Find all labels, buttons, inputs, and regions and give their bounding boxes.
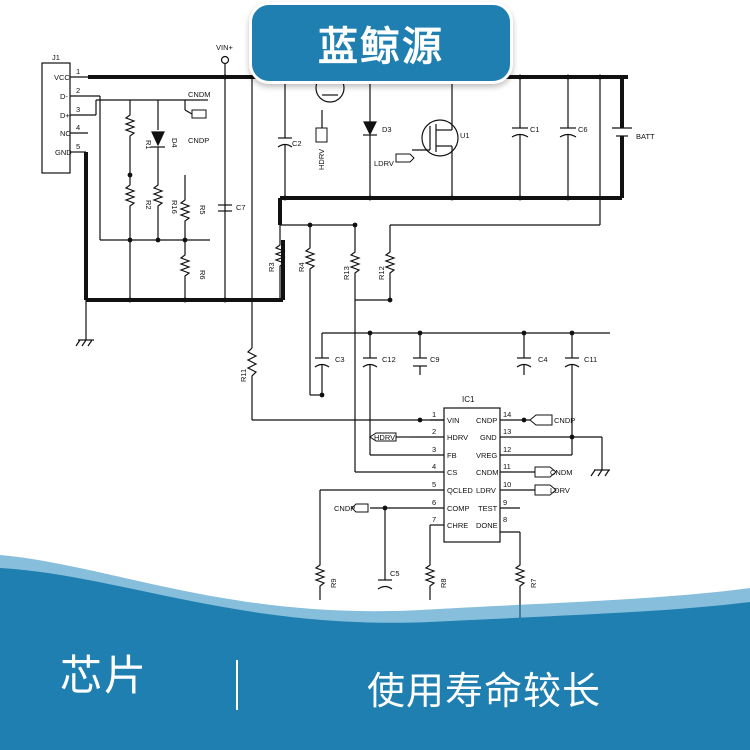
part-c2: C2 (292, 139, 302, 148)
net-ldrv-label-2: LDRV (550, 486, 570, 495)
ic-pin-num: 3 (432, 445, 436, 454)
ic-pin-num: 5 (432, 480, 436, 489)
part-u1: U1 (460, 131, 470, 140)
ic-pin-name: CNDP (476, 416, 497, 425)
net-cndm-label-2: CNDM (550, 468, 573, 477)
ic-pin-num: 8 (503, 515, 507, 524)
ic-pin-num: 10 (503, 480, 511, 489)
ic-pin-num: 2 (432, 427, 436, 436)
connector-ref: J1 (52, 53, 60, 62)
pin-nc-label: NC (60, 129, 71, 138)
part-c4: C4 (538, 355, 548, 364)
part-d4: D4 (170, 138, 179, 148)
pin-dminus-label: D- (60, 92, 68, 101)
ic-pin-num: 6 (432, 498, 436, 507)
part-c9: C9 (430, 355, 440, 364)
ic-pin-name: VIN (447, 416, 460, 425)
part-r16: R16 (170, 200, 179, 214)
ic-pin-name: GND (480, 433, 497, 442)
pin-vcc-label: VCC (54, 73, 70, 82)
part-r9: R9 (329, 578, 338, 588)
net-cndp-label-1: CNDP (188, 136, 209, 145)
net-batt-label: BATT (636, 132, 655, 141)
part-c12: C12 (382, 355, 396, 364)
part-c7: C7 (236, 203, 246, 212)
pin-num-4: 4 (76, 123, 80, 132)
net-hdrv-label-2: HDRV (374, 433, 395, 442)
ic-pin-num: 4 (432, 462, 436, 471)
part-r7: R7 (529, 578, 538, 588)
connector-j1-body (41, 62, 71, 174)
part-r1: R1 (144, 140, 153, 150)
net-cndp-label-2: CNDP (334, 504, 355, 513)
ic-pin-name: QCLED (447, 486, 473, 495)
ic-pin-name: LDRV (476, 486, 496, 495)
part-c11: C11 (584, 355, 597, 364)
net-hdrv-label-1: HDRV (317, 149, 326, 170)
net-cndp-label-3: CNDP (554, 416, 575, 425)
pin-gnd-label: GND (55, 148, 72, 157)
ic-pin-num: 13 (503, 427, 511, 436)
ic-pin-num: 11 (503, 462, 511, 471)
ic1-right-pin-names: CNDP GND VREG CNDM LDRV TEST DONE (476, 416, 499, 530)
ic1-ref: IC1 (462, 395, 475, 404)
brand-badge: 蓝鲸源 (249, 2, 513, 84)
pin-num-1: 1 (76, 67, 80, 76)
net-cndm-label-1: CNDM (188, 90, 211, 99)
ic-pin-name: CS (447, 468, 457, 477)
part-r5: R5 (198, 205, 207, 215)
ic-pin-num: 9 (503, 498, 507, 507)
pin-num-5: 5 (76, 142, 80, 151)
part-d3: D3 (382, 125, 392, 134)
ic-pin-name: DONE (476, 521, 498, 530)
ic1-body (443, 407, 501, 543)
caption-divider (236, 660, 238, 710)
ic-pin-name: TEST (478, 504, 498, 513)
ic-pin-name: CNDM (476, 468, 499, 477)
ic1-left-pin-names: VIN HDRV FB CS QCLED COMP CHRE (447, 416, 473, 530)
pin-num-2: 2 (76, 86, 80, 95)
caption-right: 使用寿命较长 (367, 669, 602, 713)
ic-pin-num: 7 (432, 515, 436, 524)
ic-pin-num: 12 (503, 445, 511, 454)
part-c1: C1 (530, 125, 540, 134)
part-r2: R2 (144, 200, 153, 210)
net-vin-label: VIN+ (216, 43, 234, 52)
ic-pin-name: CHRE (447, 521, 468, 530)
part-r12: R12 (377, 266, 386, 280)
part-r8: R8 (439, 578, 448, 588)
part-r3: R3 (267, 262, 276, 272)
pin-num-3: 3 (76, 105, 80, 114)
ic-pin-num: 1 (432, 410, 436, 419)
ic-pin-name: VREG (476, 451, 497, 460)
caption-left: 芯片 (60, 651, 149, 700)
part-r6: R6 (198, 270, 207, 280)
ic-pin-num: 14 (503, 410, 511, 419)
ic-pin-name: COMP (447, 504, 470, 513)
ic-pin-name: FB (447, 451, 457, 460)
part-r13: R13 (342, 266, 351, 280)
part-r4: R4 (297, 262, 306, 272)
part-r11: R11 (239, 369, 248, 382)
net-ldrv-label-1: LDRV (374, 159, 394, 168)
pin-dplus-label: D+ (60, 111, 70, 120)
part-c3: C3 (335, 355, 345, 364)
part-c5: C5 (390, 569, 400, 578)
ic1-left-pin-numbers: 1 2 3 4 5 6 7 (432, 410, 436, 524)
ic-pin-name: HDRV (447, 433, 468, 442)
ic1-right-pin-numbers: 14 13 12 11 10 9 8 (503, 410, 511, 524)
part-c6: C6 (578, 125, 588, 134)
